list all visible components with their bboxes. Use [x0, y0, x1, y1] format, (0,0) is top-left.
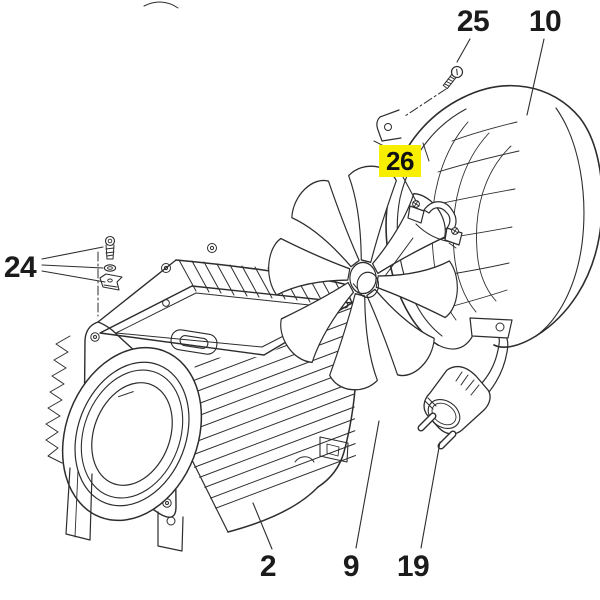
leader-19: [420, 441, 441, 549]
part-label-2[interactable]: 2: [259, 550, 277, 583]
part-label-25[interactable]: 25: [456, 5, 490, 38]
leader-26: [402, 176, 417, 202]
top-edge-line: [143, 1, 179, 9]
power-cord: [488, 338, 509, 393]
power-cord: [480, 337, 501, 385]
cover-screw: [404, 65, 464, 117]
assembly-axis-line: [404, 88, 447, 117]
leader-24: [41, 270, 106, 283]
leader-9: [355, 420, 380, 549]
leader-2: [252, 502, 273, 550]
cooling-fan: [268, 165, 458, 391]
motor-body: [45, 243, 358, 552]
power-plug: [417, 337, 509, 450]
part-label-10[interactable]: 10: [528, 5, 562, 38]
leader-24: [41, 246, 104, 260]
part-label-26-highlighted[interactable]: 26: [379, 145, 421, 177]
part-label-9[interactable]: 9: [342, 550, 360, 583]
screw-washer-clip-set: [97, 235, 123, 317]
part-label-19[interactable]: 19: [396, 550, 430, 583]
fan-hub: [349, 261, 377, 295]
part-label-24[interactable]: 24: [3, 251, 37, 284]
leader-10: [526, 38, 545, 116]
leader-25: [456, 38, 471, 63]
leader-24: [41, 264, 104, 269]
leader-lines: [41, 38, 545, 550]
